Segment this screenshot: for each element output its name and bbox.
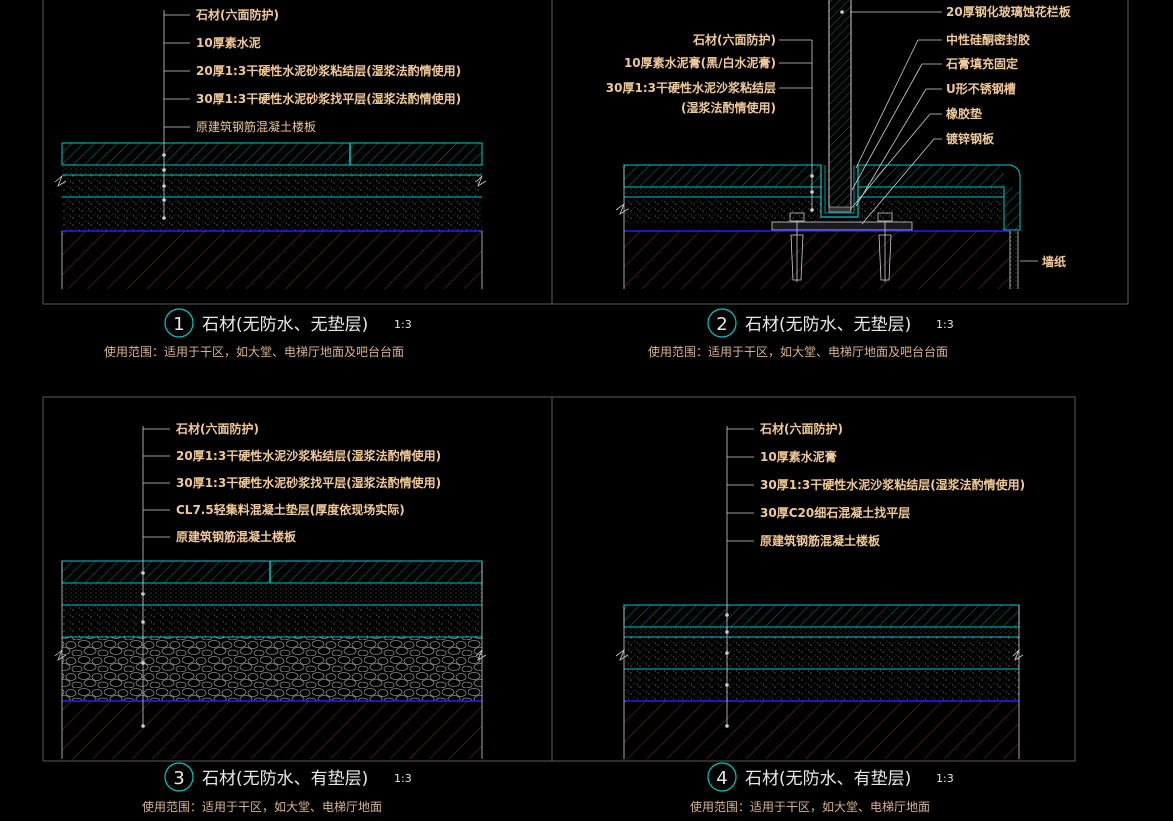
detail-2-scale: 1:3 (936, 318, 954, 331)
detail-2-left-label-1: 石材(六面防护) (692, 32, 776, 47)
detail-1-section (54, 10, 487, 289)
panel-frames (42, 0, 1129, 762)
detail-1-title-block: 1 石材(无防水、无垫层) 1:3 使用范围：适用于干区，如大堂、电梯厅地面及吧… (104, 308, 412, 359)
detail-3-title: 石材(无防水、有垫层) (202, 769, 368, 789)
detail-3-usage: 使用范围：适用于干区，如大堂、电梯厅地面 (142, 799, 382, 814)
detail-3-title-block: 3 石材(无防水、有垫层) 1:3 使用范围：适用于干区，如大堂、电梯厅地面 (142, 762, 412, 814)
detail-4-title: 石材(无防水、有垫层) (745, 769, 911, 789)
detail-2-right-label-3: 石膏填充固定 (945, 56, 1018, 71)
detail-3-label-3: 30厚1:3干硬性水泥砂浆找平层(湿浆法酌情使用) (176, 475, 441, 490)
detail-2-right-label-5: 橡胶垫 (946, 106, 982, 121)
detail-4-labels: 石材(六面防护) 10厚素水泥膏 30厚1:3干硬性水泥沙浆粘结层(湿浆法酌情使… (759, 421, 1025, 548)
detail-3-label-1: 石材(六面防护) (175, 421, 259, 436)
detail-1-label-3: 20厚1:3干硬性水泥砂浆粘结层(湿浆法酌情使用) (196, 63, 461, 78)
detail-1-number: 1 (173, 314, 184, 335)
detail-4-label-2: 10厚素水泥膏 (760, 449, 837, 464)
detail-4-section (615, 426, 1024, 759)
detail-2-right-label-2: 中性硅酮密封胶 (946, 32, 1030, 47)
detail-1-scale: 1:3 (394, 318, 412, 331)
detail-3-number-circle (164, 762, 194, 792)
detail-2-left-label-3: 30厚1:3干硬性水泥沙浆粘结层 (606, 80, 776, 95)
detail-3-scale: 1:3 (394, 772, 412, 785)
detail-2-title-block: 2 石材(无防水、无垫层) 1:3 使用范围：适用于干区，如大堂、电梯厅地面及吧… (648, 308, 954, 359)
detail-4-label-4: 30厚C20细石混凝土找平层 (760, 505, 910, 520)
detail-2-number: 2 (716, 314, 727, 335)
detail-2-right-label-1: 20厚钢化玻璃蚀花栏板 (946, 4, 1072, 19)
detail-4-label-1: 石材(六面防护) (759, 421, 843, 436)
detail-4-label-3: 30厚1:3干硬性水泥沙浆粘结层(湿浆法酌情使用) (760, 477, 1025, 492)
detail-4-scale: 1:3 (936, 772, 954, 785)
detail-4-usage: 使用范围：适用于干区，如大堂、电梯厅地面 (690, 799, 930, 814)
detail-3-label-4: CL7.5轻集料混凝土垫层(厚度依现场实际) (176, 502, 405, 517)
detail-2-title: 石材(无防水、无垫层) (745, 315, 911, 335)
detail-2-labels: 石材(六面防护) 10厚素水泥膏(黑/白水泥膏) 30厚1:3干硬性水泥沙浆粘结… (606, 4, 1072, 269)
detail-2-wall-label: 墙纸 (1042, 254, 1066, 269)
detail-3-label-2: 20厚1:3干硬性水泥沙浆粘结层(湿浆法酌情使用) (176, 448, 441, 463)
detail-4-number-circle (707, 762, 737, 792)
detail-1-label-4: 30厚1:3干硬性水泥砂浆找平层(湿浆法酌情使用) (196, 91, 461, 106)
detail-2-right-label-6: 镀锌钢板 (946, 131, 995, 146)
detail-1-title: 石材(无防水、无垫层) (202, 315, 368, 335)
detail-1-number-circle (164, 308, 194, 338)
detail-2-left-label-2: 10厚素水泥膏(黑/白水泥膏) (624, 55, 776, 70)
detail-2-left-label-4: (湿浆法酌情使用) (681, 100, 776, 115)
detail-3-label-5: 原建筑钢筋混凝土楼板 (176, 529, 297, 544)
detail-1-usage: 使用范围：适用于干区，如大堂、电梯厅地面及吧台台面 (104, 344, 404, 359)
detail-3-number: 3 (173, 768, 184, 789)
detail-1-label-1: 石材(六面防护) (195, 7, 279, 22)
detail-3-section (54, 426, 487, 759)
detail-4-number: 4 (716, 768, 727, 789)
detail-4-label-5: 原建筑钢筋混凝土楼板 (760, 533, 881, 548)
detail-2-right-label-4: U形不锈钢槽 (946, 81, 1016, 96)
detail-1-labels: 石材(六面防护) 10厚素水泥 20厚1:3干硬性水泥砂浆粘结层(湿浆法酌情使用… (195, 7, 461, 134)
detail-1-label-5: 原建筑钢筋混凝土楼板 (196, 119, 316, 134)
detail-1-label-2: 10厚素水泥 (196, 35, 261, 50)
detail-4-title-block: 4 石材(无防水、有垫层) 1:3 使用范围：适用于干区，如大堂、电梯厅地面 (690, 762, 954, 814)
detail-2-usage: 使用范围：适用于干区，如大堂、电梯厅地面及吧台台面 (648, 344, 948, 359)
detail-2-number-circle (707, 308, 737, 338)
detail-3-labels: 石材(六面防护) 20厚1:3干硬性水泥沙浆粘结层(湿浆法酌情使用) 30厚1:… (175, 421, 441, 544)
detail-2-section (615, 0, 1038, 289)
